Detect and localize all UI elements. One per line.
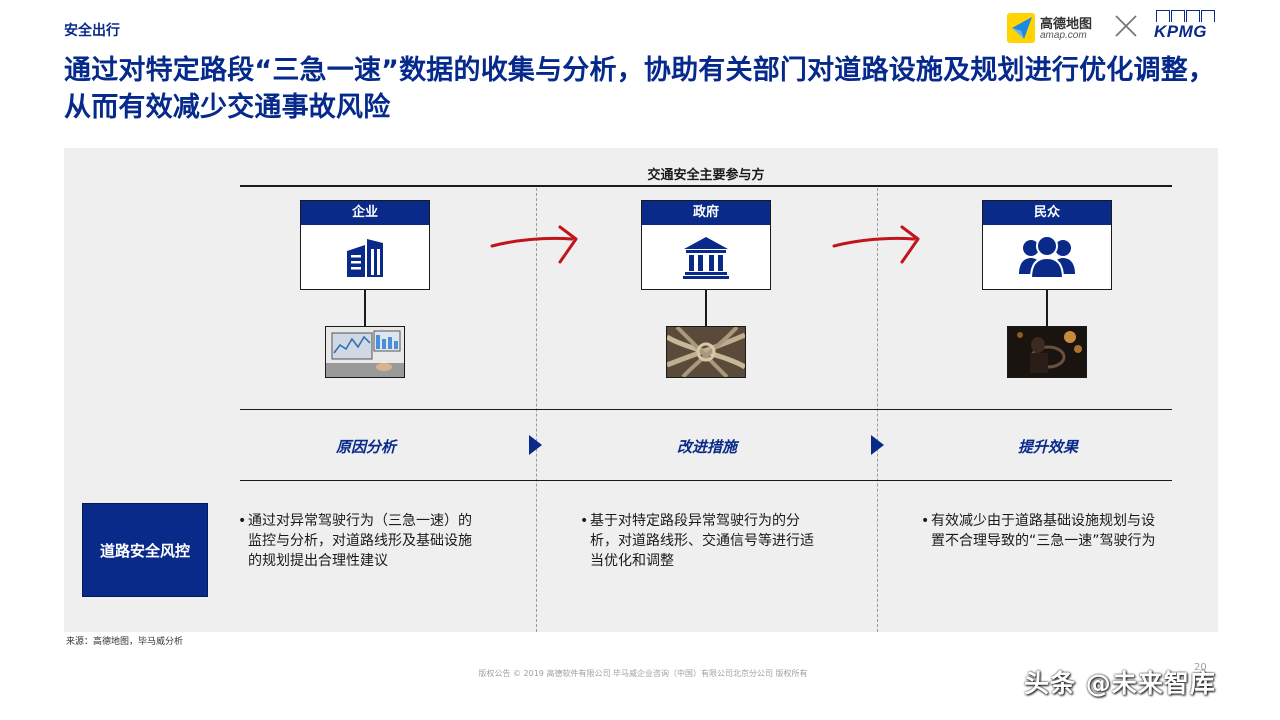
stage-effect: 提升效果	[1017, 438, 1078, 456]
stage-row-bottom-line	[240, 480, 1172, 481]
amap-url: amap.com	[1040, 30, 1087, 41]
party-public: 民众	[982, 200, 1112, 290]
connector-line	[705, 290, 707, 326]
bullet-cause: •通过对异常驾驶行为（三急一速）的监控与分析，对道路线形及基础设施的规划提出合理…	[238, 513, 472, 569]
people-icon	[1019, 235, 1075, 279]
photo-highway-interchange	[666, 326, 746, 378]
column-divider-1	[536, 188, 537, 632]
cross-icon	[1115, 15, 1137, 37]
play-arrow-icon	[871, 435, 884, 455]
photo-driver-night	[1007, 326, 1087, 378]
page-title: 通过对特定路段“三急一速”数据的收集与分析，协助有关部门对道路设施及规划进行优化…	[64, 55, 1216, 123]
building-icon	[347, 239, 383, 277]
connector-line	[1046, 290, 1048, 326]
party-government: 政府	[641, 200, 771, 290]
section-tag: 安全出行	[64, 23, 120, 39]
highway-image	[667, 327, 745, 377]
watermark: 头条 @未来智库	[1024, 669, 1216, 698]
stage-cause-analysis: 原因分析	[335, 438, 396, 456]
red-arrow-icon	[490, 225, 578, 264]
driver-image	[1008, 327, 1086, 377]
photo-data-screens	[325, 326, 405, 378]
kpmg-wordmark: KPMG	[1154, 22, 1207, 41]
connector-line	[364, 290, 366, 326]
column-divider-2	[877, 188, 878, 632]
amap-name: 高德地图	[1040, 17, 1093, 32]
red-arrow-icon	[832, 225, 920, 264]
bullet-measures: •基于对特定路段异常驾驶行为的分析，对道路线形、交通信号等进行适当优化和调整	[580, 513, 814, 569]
party-enterprise: 企业	[300, 200, 430, 290]
copyright-footer: 版权公告 © 2019 高德软件有限公司 毕马威企业咨询（中国）有限公司北京分公…	[478, 669, 808, 678]
stage-row-top-line	[240, 409, 1172, 410]
participants-label: 交通安全主要参与方	[647, 168, 765, 183]
amap-arrow-icon	[1007, 13, 1035, 43]
government-icon	[683, 237, 729, 279]
top-divider	[240, 185, 1172, 187]
party-label: 民众	[983, 201, 1111, 225]
bullet-effect: •有效减少由于道路基础设施规划与设置不合理导致的“三急一速”驾驶行为	[921, 513, 1156, 549]
stage-improvement-measures: 改进措施	[676, 438, 737, 456]
data-screens-image	[326, 327, 404, 377]
kpmg-logo: KPMG	[1152, 10, 1218, 42]
party-label: 政府	[642, 201, 770, 225]
party-label: 企业	[301, 201, 429, 225]
road-safety-risk-label: 道路安全风控	[82, 503, 208, 597]
kpmg-boxes-icon	[1156, 10, 1216, 22]
page-number: 20	[1194, 662, 1207, 673]
amap-logo: 高德地图 amap.com	[1006, 12, 1106, 46]
source-note: 来源：高德地图，毕马威分析	[66, 637, 184, 647]
play-arrow-icon	[529, 435, 542, 455]
